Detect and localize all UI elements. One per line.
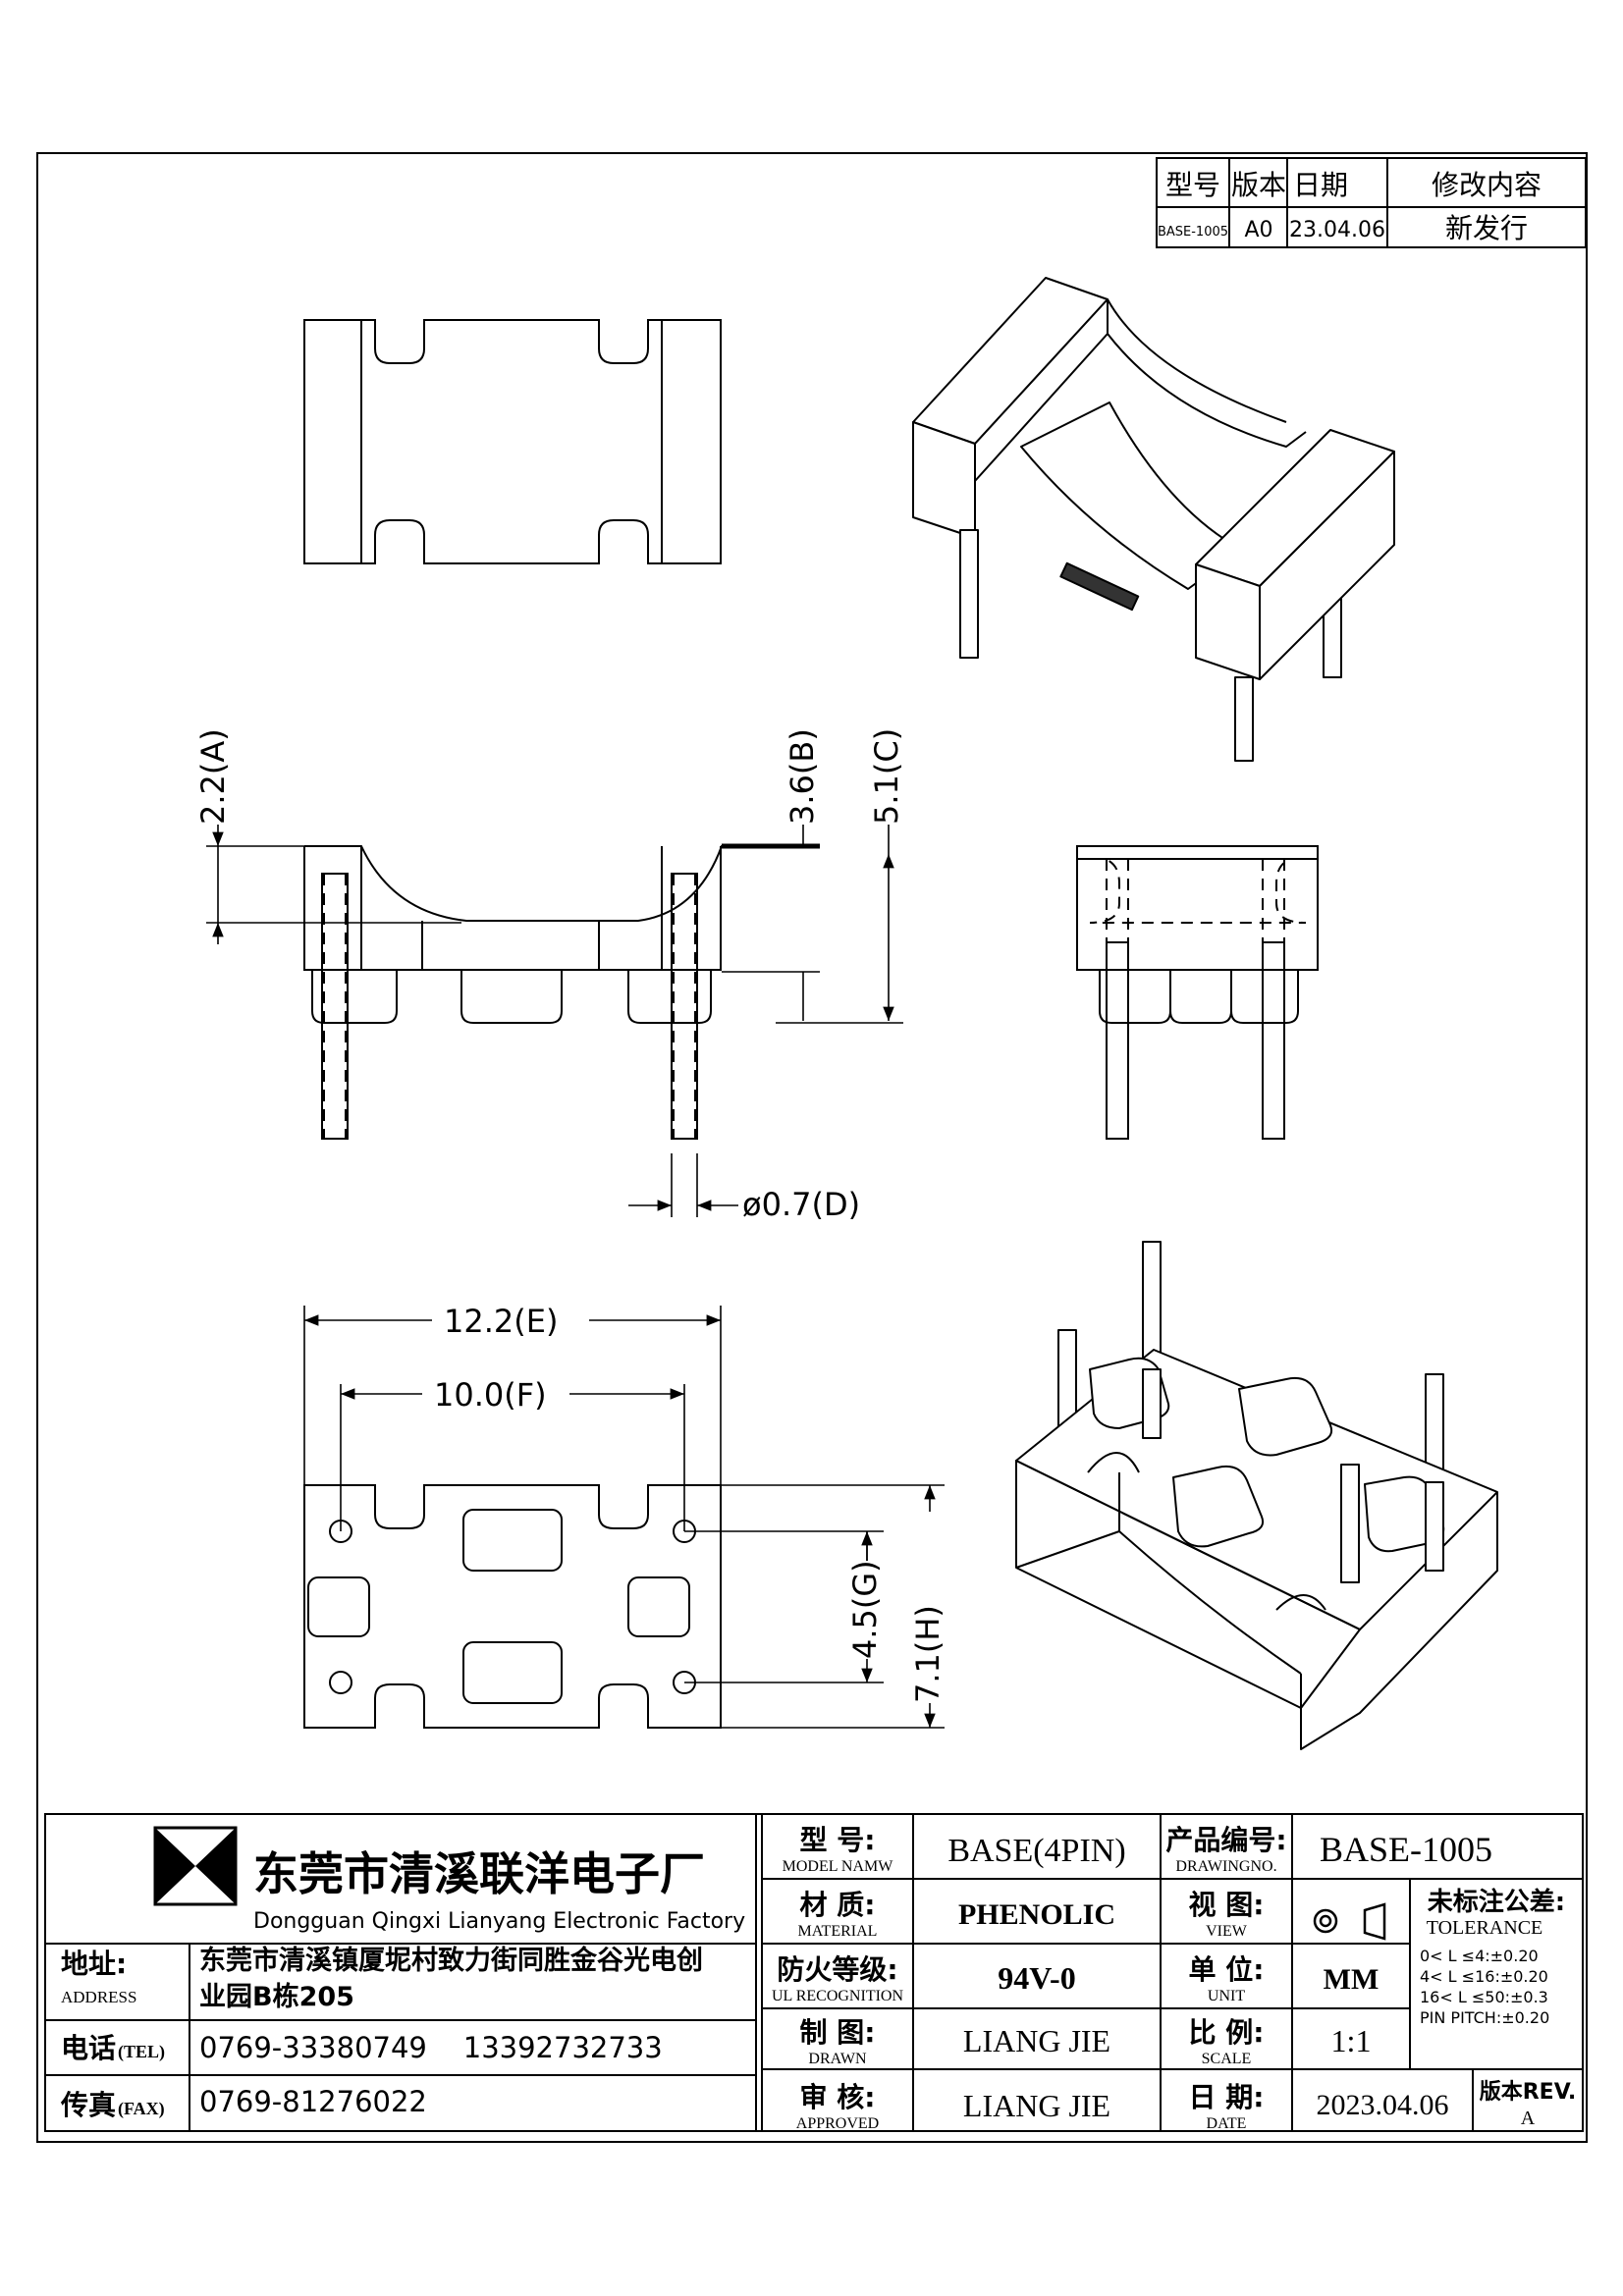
- fax-label-cn: 传真: [60, 2089, 116, 2121]
- rev-header-version: 版本: [1231, 169, 1286, 201]
- company-name-en: Dongguan Qingxi Lianyang Electronic Fact…: [253, 1909, 745, 1934]
- drawn-value: LIANG JIE: [963, 2023, 1110, 2058]
- fax-value: 0769-81276022: [199, 2085, 427, 2118]
- bottom-view: [303, 1484, 722, 1729]
- rev-header-model: 型号: [1165, 169, 1220, 201]
- dim-h-label: 7.1(H): [909, 1605, 947, 1703]
- fax-label-en: (FAX): [118, 2099, 165, 2119]
- material-label-en: MATERIAL: [798, 1923, 878, 1940]
- unit-label-cn: 单 位:: [1189, 1953, 1265, 1986]
- date-label-en: DATE: [1207, 2115, 1247, 2132]
- address-line-1: 东莞市清溪镇厦坭村致力街同胜金谷光电创: [199, 1945, 703, 1976]
- view-label-cn: 视 图:: [1189, 1889, 1265, 1921]
- rev-change: 新发行: [1445, 212, 1528, 244]
- dim-d-label: ø0.7(D): [742, 1186, 860, 1223]
- projection-symbol-icon: [1313, 1902, 1386, 1941]
- model-label-cn: 型 号:: [800, 1824, 876, 1856]
- company-name-cn: 东莞市清溪联洋电子厂: [253, 1847, 705, 1900]
- front-view: [303, 845, 776, 1140]
- company-logo: [153, 1826, 238, 1906]
- address-label-cn: 地址:: [61, 1948, 127, 1980]
- address-line-2: 业园B栋205: [199, 1981, 354, 2012]
- drawing-no-label-cn: 产品编号:: [1165, 1824, 1286, 1856]
- rev-model: BASE-1005: [1158, 225, 1228, 240]
- dim-a-label: 2.2(A): [194, 728, 232, 825]
- side-view: [1076, 845, 1319, 1140]
- unit-label-en: UNIT: [1208, 1988, 1245, 2004]
- scale-value: 1:1: [1331, 2023, 1372, 2058]
- tel-value: 0769-33380749 13392732733: [199, 2031, 663, 2064]
- tolerance-line-3: 16< L ≤50:±0.3: [1420, 1988, 1548, 2006]
- rev-date: 23.04.06: [1289, 218, 1385, 242]
- drawn-label-cn: 制 图:: [800, 2016, 876, 2049]
- model-value: BASE(4PIN): [947, 1833, 1125, 1869]
- dim-c-label: 5.1(C): [868, 728, 905, 825]
- ul-label-cn: 防火等级:: [777, 1953, 897, 1986]
- drawing-no-label-en: DRAWINGNO.: [1175, 1858, 1276, 1875]
- title-block: [44, 1813, 1584, 2132]
- model-label-en: MODEL NAMW: [783, 1858, 894, 1875]
- dim-f-label: 10.0(F): [434, 1376, 547, 1414]
- address-label-en: ADDRESS: [61, 1988, 136, 2006]
- tolerance-line-2: 4< L ≤16:±0.20: [1420, 1967, 1548, 1986]
- tolerance-line-1: 0< L ≤4:±0.20: [1420, 1947, 1539, 1965]
- ul-label-en: UL RECOGNITION: [772, 1988, 904, 2004]
- dim-g-label: 4.5(G): [846, 1560, 884, 1659]
- unit-value: MM: [1324, 1963, 1380, 1996]
- drawn-label-en: DRAWN: [808, 2051, 867, 2067]
- date-value: 2023.04.06: [1317, 2089, 1449, 2121]
- approved-label-en: APPROVED: [796, 2115, 879, 2132]
- front-dimensions: [206, 825, 903, 1217]
- tolerance-title-en: TOLERANCE: [1427, 1917, 1543, 1939]
- tel-label-cn: 电话: [61, 2032, 116, 2064]
- view-label-en: VIEW: [1206, 1923, 1248, 1940]
- dim-b-label: 3.6(B): [784, 728, 821, 825]
- rev-header-change: 修改内容: [1432, 169, 1542, 201]
- ul-value: 94V-0: [998, 1960, 1075, 1996]
- sheet-border: [36, 152, 1588, 2143]
- rev-header-date: 日期: [1293, 169, 1348, 201]
- tel-label-en: (TEL): [118, 2042, 165, 2062]
- iso-view-top: [912, 277, 1395, 762]
- drawing-no-value: BASE-1005: [1320, 1830, 1492, 1869]
- approved-value: LIANG JIE: [963, 2088, 1110, 2123]
- tolerance-line-4: PIN PITCH:±0.20: [1420, 2008, 1549, 2027]
- tolerance-title-cn: 未标注公差:: [1428, 1887, 1565, 1917]
- scale-label-cn: 比 例:: [1189, 2016, 1265, 2049]
- rev-version: A0: [1244, 218, 1272, 242]
- top-view: [303, 319, 722, 564]
- date-label-cn: 日 期:: [1189, 2081, 1265, 2113]
- rev-value: A: [1521, 2108, 1536, 2129]
- rev-label: 版本REV.: [1480, 2080, 1577, 2105]
- material-label-cn: 材 质:: [800, 1889, 876, 1921]
- approved-label-cn: 审 核:: [800, 2081, 876, 2113]
- iso-view-bottom: [1015, 1241, 1498, 1750]
- dim-e-label: 12.2(E): [444, 1303, 558, 1340]
- scale-label-en: SCALE: [1202, 2051, 1252, 2067]
- material-value: PHENOLIC: [958, 1898, 1115, 1931]
- revision-table: [1156, 157, 1587, 248]
- bottom-dimensions: [303, 1306, 945, 1729]
